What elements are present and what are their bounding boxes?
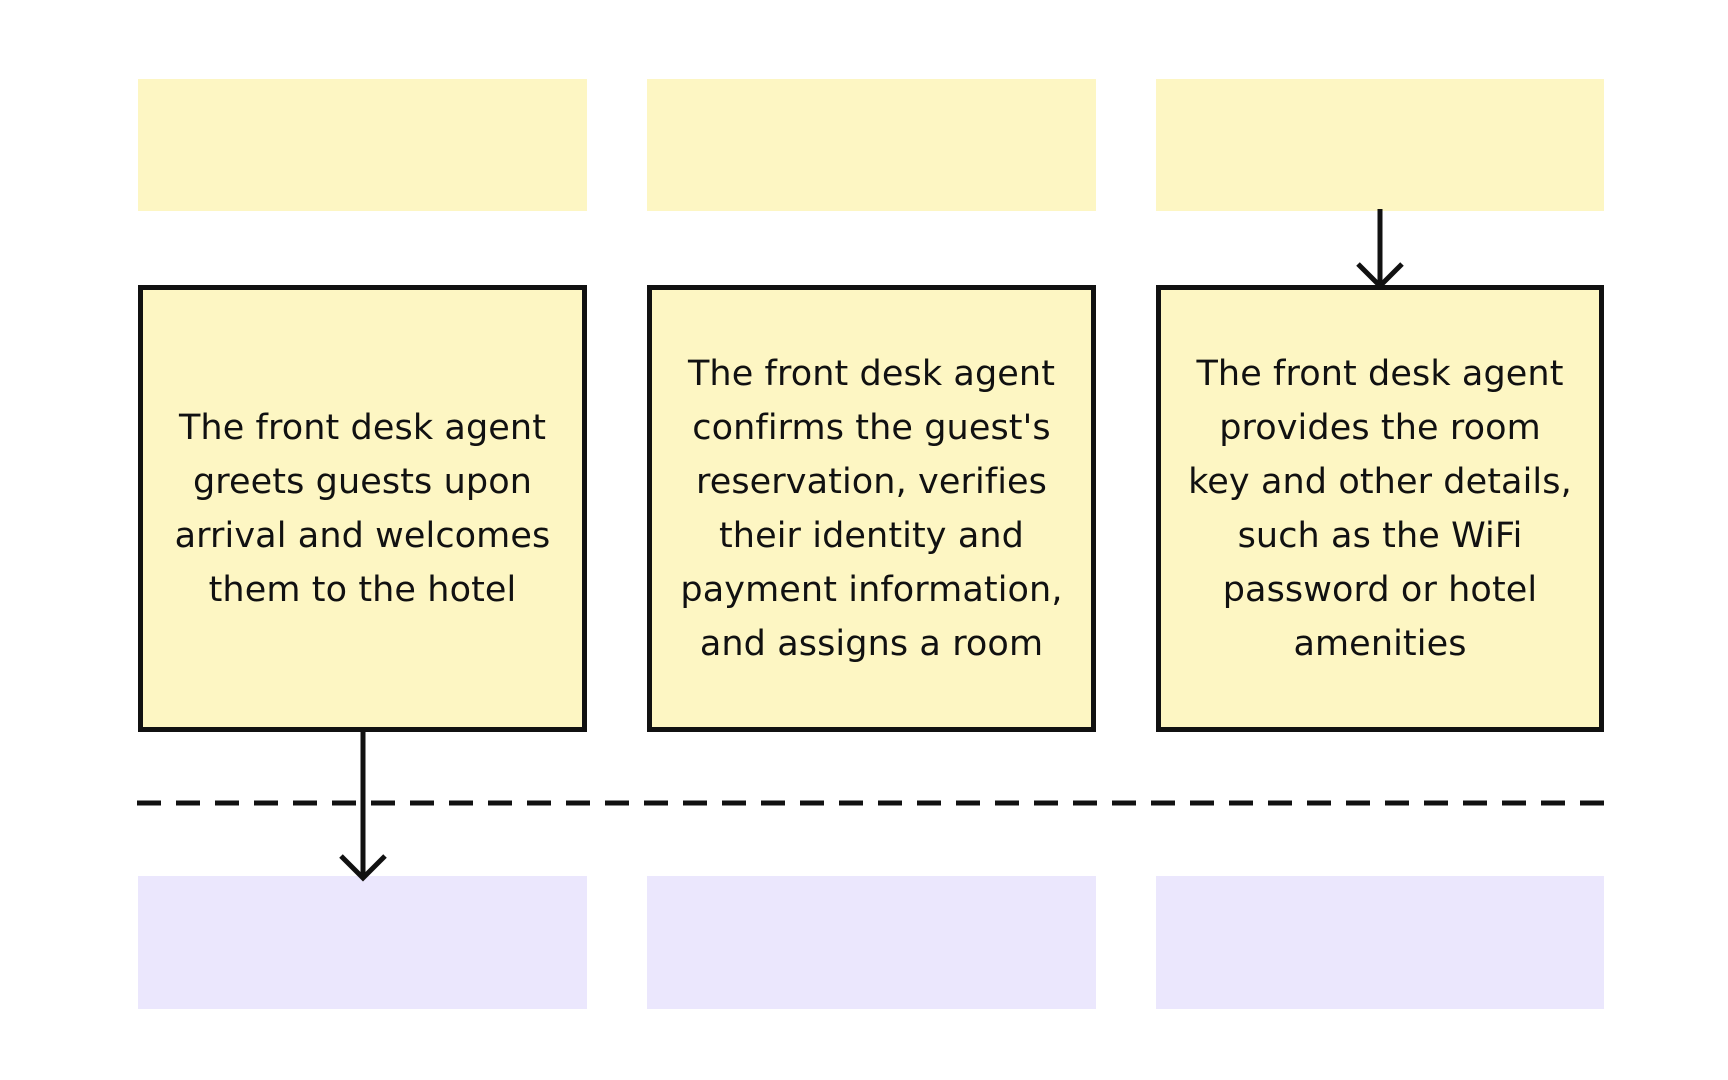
arrowhead-icon [1356,262,1404,290]
step-2-line: reservation, verifies [695,461,1048,502]
arrowhead-icon [339,854,387,882]
step-text-2: The front desk agent confirms the guest'… [680,347,1062,671]
step-1-line: arrival and welcomes [174,515,551,556]
step-2-line: The front desk agent [687,353,1056,394]
step-card-3[interactable]: The front desk agent provides the room k… [1156,285,1604,732]
step-3-line: key and other details, [1188,461,1572,502]
step-1-line: them to the hotel [208,569,517,610]
step-2-line: payment information, [680,569,1063,610]
step-3-line: provides the room [1219,407,1541,448]
step-text-3: The front desk agent provides the room k… [1188,347,1572,671]
step-2-line: their identity and [718,515,1024,556]
step-3-line: password or hotel [1222,569,1538,610]
arrow-step-1-to-bottom [339,732,387,882]
step-3-line: such as the WiFi [1237,515,1523,556]
step-card-2[interactable]: The front desk agent confirms the guest'… [647,285,1096,732]
step-1-line: greets guests upon [192,461,533,502]
top-lane-1 [138,79,587,211]
step-1-line: The front desk agent [178,407,547,448]
bottom-lane-3 [1156,876,1604,1009]
step-card-1[interactable]: The front desk agent greets guests upon … [138,285,587,732]
bottom-lane-2 [647,876,1096,1009]
step-2-line: and assigns a room [699,623,1044,664]
arrow-top-to-step-3 [1356,209,1404,290]
step-2-line: confirms the guest's [692,407,1051,448]
bottom-lane-1 [138,876,587,1009]
top-lane-2 [647,79,1096,211]
step-3-line: amenities [1293,623,1467,664]
step-text-1: The front desk agent greets guests upon … [175,401,551,617]
step-3-line: The front desk agent [1196,353,1564,394]
top-lane-3 [1156,79,1604,211]
